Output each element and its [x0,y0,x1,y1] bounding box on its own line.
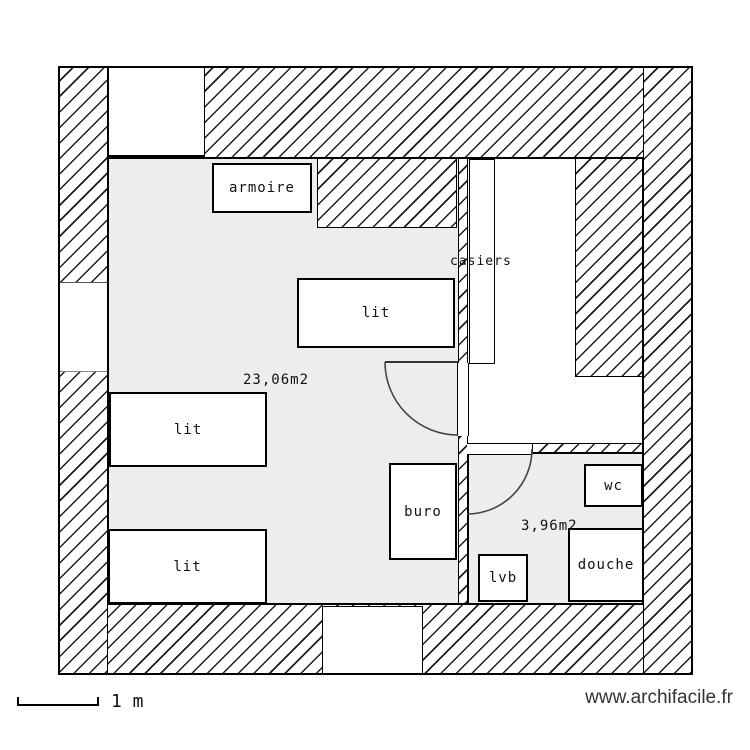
label-casiers: casiers [450,254,512,269]
furniture-armoire[interactable]: armoire [212,163,312,213]
label-area-bathroom: 3,96m2 [521,518,578,534]
furniture-buro-label: buro [404,503,442,520]
furniture-armoire-label: armoire [228,180,295,196]
furniture-lit-bottom-label: lit [173,558,202,575]
furniture-casiers[interactable] [469,159,495,364]
furniture-lvb[interactable]: lvb [478,554,528,602]
scale-label: 1 m [111,691,144,712]
door-opening-bathroom[interactable] [467,443,532,455]
wall-interior-top-protrusion[interactable] [317,158,457,228]
furniture-lit-bottom[interactable]: lit [108,529,267,604]
wall-opening-top[interactable] [108,68,205,157]
wall-opening-bottom[interactable] [322,606,423,673]
wall-interior-horizontal[interactable] [532,443,643,453]
furniture-douche-label: douche [577,557,635,573]
furniture-douche[interactable]: douche [568,528,644,602]
wall-right[interactable] [643,66,693,675]
scale-bar [17,697,99,706]
label-area-main: 23,06m2 [243,372,310,388]
door-opening-main[interactable] [457,363,469,436]
furniture-wc-label: wc [604,477,623,494]
wall-interior-right-block[interactable] [575,158,643,377]
wall-opening-left[interactable] [60,282,108,372]
furniture-lit-top[interactable]: lit [297,278,455,348]
furniture-buro[interactable]: buro [389,463,457,560]
furniture-wc[interactable]: wc [584,464,643,507]
watermark-text: www.archifacile.fr [585,687,733,708]
furniture-lvb-label: lvb [488,570,518,586]
furniture-lit-middle[interactable]: lit [109,392,267,467]
furniture-lit-middle-label: lit [173,421,203,438]
furniture-lit-top-label: lit [361,305,391,321]
